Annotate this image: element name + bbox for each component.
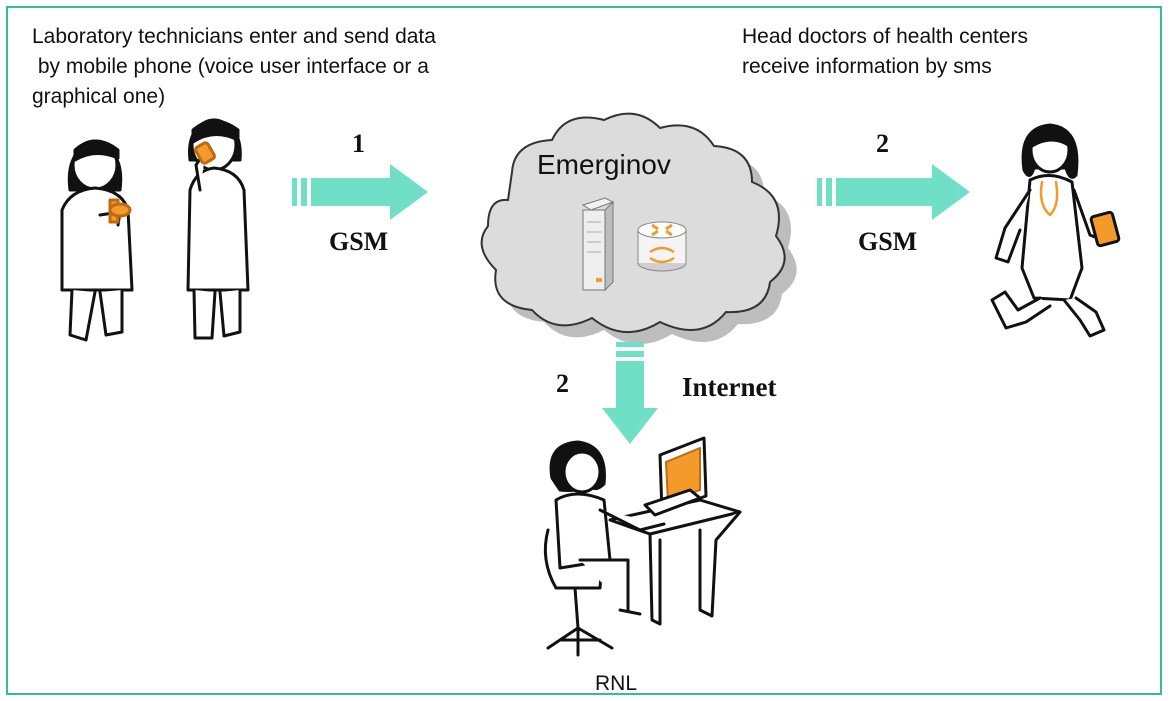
step-number-left: 1 bbox=[352, 129, 365, 158]
gsm-arrow-left bbox=[292, 164, 428, 220]
server-rack-icon bbox=[581, 197, 615, 292]
lab-technician-calling-icon bbox=[186, 118, 250, 340]
gsm-label-left: GSM bbox=[329, 227, 388, 256]
doctors-caption: Head doctors of health centers receive in… bbox=[742, 22, 1028, 82]
cloud-label: Emerginov bbox=[537, 149, 671, 180]
gsm-arrow-right bbox=[817, 164, 970, 220]
lab-technician-texting-icon bbox=[60, 139, 134, 342]
step-number-right: 2 bbox=[876, 129, 889, 158]
router-icon bbox=[637, 221, 687, 272]
rnl-workstation-icon bbox=[543, 436, 742, 657]
technicians-caption-line: graphical one) bbox=[32, 85, 166, 108]
internet-label: Internet bbox=[682, 372, 776, 402]
step-number-down: 2 bbox=[556, 369, 569, 398]
head-doctor-icon bbox=[990, 123, 1121, 338]
technicians-caption-line: Laboratory technicians enter and send da… bbox=[32, 25, 436, 48]
technicians-caption-line: by mobile phone (voice user interface or… bbox=[32, 55, 429, 78]
doctors-caption-line: receive information by sms bbox=[742, 55, 992, 78]
doctors-caption-line: Head doctors of health centers bbox=[742, 25, 1029, 48]
internet-arrow-down bbox=[602, 342, 658, 444]
technicians-caption: Laboratory technicians enter and send da… bbox=[32, 22, 436, 112]
gsm-label-right: GSM bbox=[858, 227, 917, 256]
rnl-label: RNL bbox=[595, 672, 637, 695]
